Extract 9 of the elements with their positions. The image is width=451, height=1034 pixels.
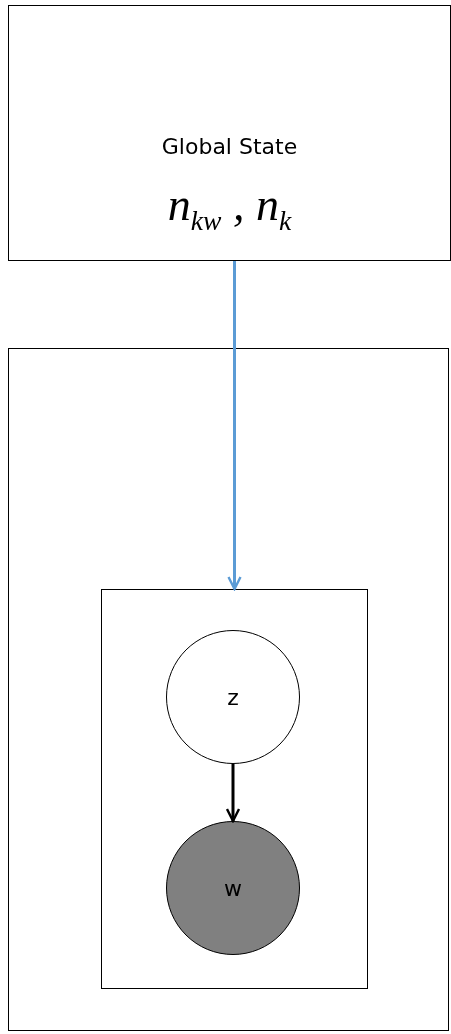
arrow	[225, 764, 241, 823]
math-expression: n$_{kw}$ , n$_{k}$	[167, 178, 292, 238]
variable-label: w	[224, 875, 242, 901]
plate-box	[8, 348, 449, 1031]
arrow	[227, 261, 242, 591]
box-title: Global State	[161, 134, 298, 159]
variable-label: z	[227, 684, 239, 710]
plate-box	[101, 589, 368, 989]
state-box	[8, 5, 451, 261]
